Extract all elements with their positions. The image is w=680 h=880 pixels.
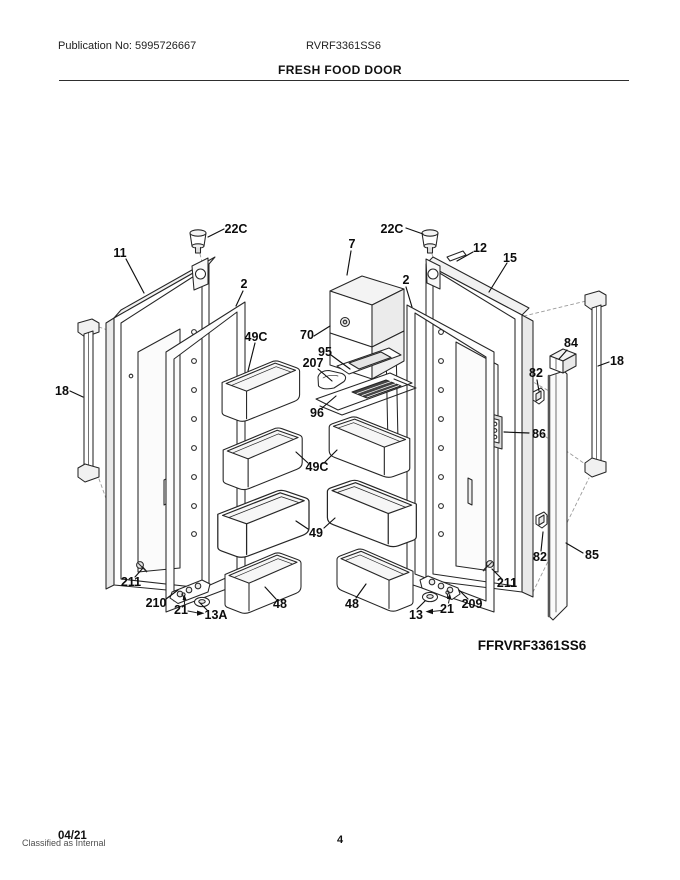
header-rule (59, 80, 629, 82)
part-label-13a: 13A (205, 608, 228, 622)
part-label-211-left: 211 (121, 575, 141, 589)
page-title: FRESH FOOD DOOR (277, 63, 402, 77)
classification-watermark: Classified as Internal (22, 838, 106, 848)
part-label-209: 209 (462, 597, 483, 611)
right-door-panel (425, 256, 534, 598)
mullion-strip-85 (547, 370, 568, 621)
part-label-70: 70 (300, 328, 314, 342)
bin-49-right (326, 479, 417, 548)
right-door-gasket (406, 304, 495, 613)
part-label-49: 49 (309, 526, 323, 540)
right-door-handle (584, 290, 607, 478)
door-stop-cap-left (189, 229, 207, 254)
washer-13 (421, 591, 439, 603)
part-label-21-right: 21 (440, 602, 454, 616)
shelf-96 (315, 372, 417, 416)
part-label-49c-mid: 49C (306, 460, 329, 474)
bin-49c-left (221, 360, 301, 422)
center-assembly (315, 275, 417, 447)
left-door-dimples (191, 329, 197, 537)
bracket-84 (549, 348, 577, 374)
door-stop-cap-right (421, 229, 439, 254)
part-labels: 22C 11 2 7 22C 12 15 2 49C 70 95 207 84 … (55, 222, 624, 622)
left-door-panel (105, 256, 216, 595)
leader-lines (69, 227, 610, 611)
tray-95 (336, 347, 402, 375)
part-label-15: 15 (503, 251, 517, 265)
model-number: RVRF3361SS6 (306, 40, 382, 52)
bin-49-left (217, 489, 310, 558)
part-label-12: 12 (473, 241, 487, 255)
shim-12 (446, 250, 467, 262)
bin-49c-left-2 (222, 427, 303, 491)
part-label-13: 13 (409, 608, 423, 622)
part-label-48-left: 48 (273, 597, 287, 611)
ice-module-7 (329, 275, 405, 348)
part-label-2-left: 2 (241, 277, 248, 291)
clip-82-lower (535, 511, 548, 529)
part-label-82-lower: 82 (533, 550, 547, 564)
part-label-22c-left: 22C (225, 222, 248, 236)
pointer-arrows-21 (182, 593, 452, 616)
part-label-49c-top: 49C (245, 330, 268, 344)
part-label-22c-right: 22C (381, 222, 404, 236)
part-label-11: 11 (113, 246, 126, 260)
part-label-21-left: 21 (174, 603, 188, 617)
part-label-7: 7 (349, 237, 356, 251)
part-label-82-upper: 82 (529, 366, 543, 380)
page-number: 4 (336, 834, 344, 846)
part-label-2-right: 2 (403, 273, 410, 287)
part-label-18-right: 18 (610, 354, 624, 368)
part-label-211-right: 211 (497, 576, 517, 590)
part-label-95: 95 (318, 345, 332, 359)
part-label-84: 84 (564, 336, 578, 350)
diagram-model-code: FFRVRF3361SS6 (478, 638, 587, 653)
part-label-96: 96 (310, 406, 324, 420)
publication-number: Publication No: 5995726667 (58, 40, 197, 52)
left-door-handle (77, 318, 100, 483)
part-label-18-left: 18 (55, 384, 69, 398)
part-label-86: 86 (532, 427, 546, 441)
footer-date: 04/21 (58, 830, 87, 842)
bin-48-left (224, 552, 302, 614)
part-label-85: 85 (585, 548, 599, 562)
part-label-48-right: 48 (345, 597, 359, 611)
part-label-207: 207 (303, 356, 324, 370)
part-label-210: 210 (146, 596, 167, 610)
screw-21-right (445, 590, 450, 599)
